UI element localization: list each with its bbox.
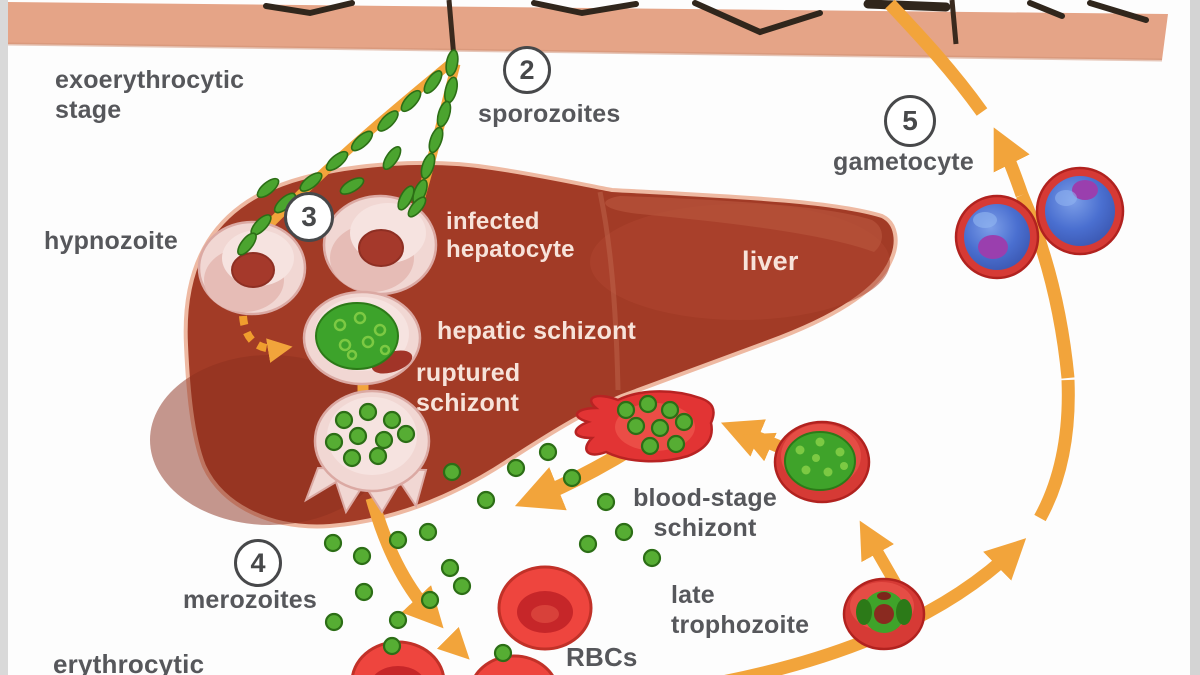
label-infected-hepatocyte: infected hepatocyte (446, 208, 575, 264)
label-sporozoites: sporozoites (478, 100, 621, 128)
step-4-badge: 4 (234, 539, 282, 587)
step-2-badge: 2 (503, 46, 551, 94)
late-trophozoite-cell (842, 577, 926, 651)
label-gametocyte: gametocyte (833, 148, 974, 176)
infected-hepatocyte-cell (322, 194, 438, 296)
mosquito-proboscis-right-icon (949, 0, 959, 45)
label-erythrocytic-stage: erythrocytic (53, 649, 205, 675)
right-edge-strip (1190, 0, 1200, 675)
blood-stage-schizont-cell (773, 420, 871, 504)
label-blood-stage-schizont: blood-stage schizont (633, 484, 777, 542)
merozoite-release-arrow (365, 496, 470, 660)
skin-band (8, 2, 1168, 60)
label-liver: liver (742, 246, 799, 276)
label-exoerythrocytic-stage: exoerythrocytic stage (55, 66, 245, 124)
left-edge-strip (0, 0, 8, 675)
merozoites-group (323, 394, 694, 663)
gametocyte-cell (954, 194, 1040, 280)
mosquito-legs (263, 0, 1149, 36)
hypnozoite-dashed-arrow (239, 315, 293, 363)
label-ruptured-schizont: ruptured schizont (416, 359, 521, 417)
rbc (474, 654, 554, 675)
skin-band-edge (7, 42, 1163, 62)
rbc (497, 565, 593, 651)
label-hepatic-schizont: hepatic schizont (437, 317, 637, 345)
sporozoites-group (237, 49, 459, 256)
label-merozoites: merozoites (183, 586, 317, 614)
label-late-trophozoite: late trophozoite (671, 581, 810, 639)
hepatic-schizont-cell (302, 290, 422, 386)
label-hypnozoite: hypnozoite (44, 227, 178, 255)
label-rbcs: RBCs (566, 642, 638, 672)
gametocyte-cell (1035, 166, 1125, 256)
step-3-badge: 3 (284, 192, 334, 242)
step-5-badge: 5 (884, 95, 936, 147)
